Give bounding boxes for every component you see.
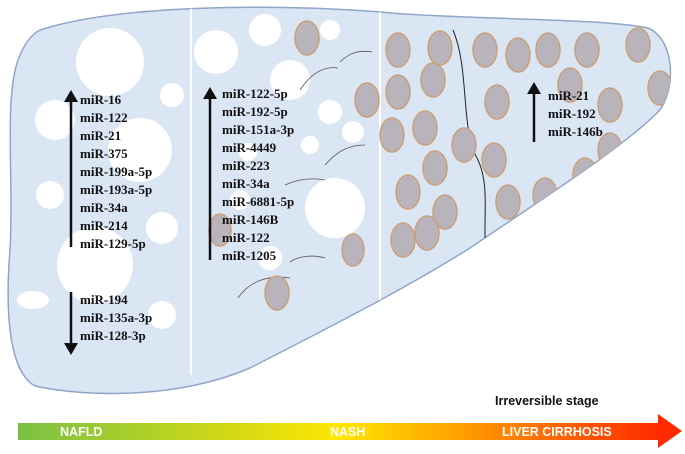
nodule bbox=[264, 275, 290, 311]
nodule bbox=[484, 84, 510, 120]
fat-droplet bbox=[17, 291, 49, 309]
fat-droplet bbox=[108, 118, 172, 182]
nafld-upregulated-list: miR-16 miR-122 miR-21 miR-375 miR-199a-5… bbox=[80, 92, 152, 251]
nodule bbox=[597, 87, 623, 123]
nodule bbox=[412, 110, 438, 146]
mirna-label: miR-375 bbox=[80, 146, 128, 161]
mirna-label: miR-1205 bbox=[222, 248, 277, 263]
arrow-nafld-down-head bbox=[64, 343, 78, 355]
mirna-label: miR-122-5p bbox=[222, 86, 288, 101]
fat-droplet bbox=[318, 100, 342, 124]
fibrosis-strand bbox=[324, 144, 366, 166]
mirna-label: miR-122 bbox=[222, 230, 270, 245]
fat-droplet bbox=[35, 100, 75, 140]
nodule bbox=[572, 157, 598, 193]
mirna-label: miR-4449 bbox=[222, 140, 277, 155]
mirna-label: miR-194 bbox=[80, 292, 128, 307]
fat-droplet bbox=[258, 246, 282, 270]
nodule bbox=[379, 117, 405, 153]
fibrosis-strand bbox=[299, 67, 339, 91]
nodule bbox=[535, 32, 561, 68]
fat-droplet bbox=[305, 178, 365, 238]
nodule bbox=[557, 67, 583, 103]
mirna-label: miR-135a-3p bbox=[80, 310, 152, 325]
fat-droplet bbox=[230, 190, 250, 210]
arrow-nash-up-head bbox=[203, 87, 217, 99]
fat-droplet bbox=[320, 20, 340, 40]
mirna-label: miR-192 bbox=[548, 106, 596, 121]
fat-droplet bbox=[301, 136, 319, 154]
nodule bbox=[532, 177, 558, 213]
arrow-nafld-up-head bbox=[64, 90, 78, 102]
nodule bbox=[294, 20, 320, 56]
fat-droplet bbox=[160, 83, 184, 107]
nash-upregulated-list: miR-122-5p miR-192-5p miR-151a-3p miR-44… bbox=[222, 86, 294, 263]
fat-droplet bbox=[249, 14, 281, 46]
mirna-label: miR-129-5p bbox=[80, 236, 146, 251]
nodule bbox=[472, 32, 498, 68]
nodule bbox=[414, 215, 440, 251]
nodule bbox=[385, 74, 411, 110]
nodule bbox=[422, 150, 448, 186]
bar-label-nafld: NAFLD bbox=[60, 425, 102, 439]
bar-label-cirrhosis: LIVER CIRRHOSIS bbox=[502, 425, 612, 439]
mirna-label: miR-16 bbox=[80, 92, 122, 107]
cirrhosis-upregulated-list: miR-21 miR-192 miR-146b bbox=[548, 88, 603, 139]
mirna-label: miR-223 bbox=[222, 158, 270, 173]
mirna-label: miR-128-3p bbox=[80, 328, 146, 343]
nodule bbox=[385, 32, 411, 68]
progression-bar bbox=[18, 423, 660, 440]
nodule bbox=[432, 194, 458, 230]
fat-droplet bbox=[194, 30, 238, 74]
nodule bbox=[451, 127, 477, 163]
mirna-label: miR-146b bbox=[548, 124, 603, 139]
nodule bbox=[574, 32, 600, 68]
mirna-label: miR-146B bbox=[222, 212, 279, 227]
nodule bbox=[625, 27, 651, 63]
mirna-label: miR-21 bbox=[548, 88, 589, 103]
bar-label-nash: NASH bbox=[330, 425, 365, 439]
nodule bbox=[481, 142, 507, 178]
mirna-label: miR-192-5p bbox=[222, 104, 288, 119]
fibrosis-strand bbox=[339, 50, 373, 63]
nodule bbox=[505, 37, 531, 73]
mirna-label: miR-151a-3p bbox=[222, 122, 294, 137]
nodule bbox=[647, 70, 671, 106]
progression-bar-arrowhead bbox=[658, 414, 682, 448]
mirna-label: miR-34a bbox=[222, 176, 270, 191]
nodule bbox=[354, 82, 380, 118]
fibrosis-strands bbox=[237, 50, 373, 299]
mirna-label: miR-199a-5p bbox=[80, 164, 152, 179]
fat-droplet bbox=[36, 181, 64, 209]
divider-cirrhosis-curve bbox=[452, 29, 489, 261]
mirna-label: miR-214 bbox=[80, 218, 128, 233]
mirna-label: miR-6881-5p bbox=[222, 194, 294, 209]
nodule bbox=[341, 233, 365, 267]
fat-droplet bbox=[342, 121, 364, 143]
fat-droplet bbox=[146, 212, 178, 244]
fat-droplet bbox=[148, 301, 176, 329]
mirna-label: miR-21 bbox=[80, 128, 121, 143]
nodule bbox=[395, 174, 421, 210]
arrow-cirrhosis-up-head bbox=[527, 82, 541, 94]
fibrosis-strand bbox=[237, 276, 291, 299]
nafld-downregulated-list: miR-194 miR-135a-3p miR-128-3p bbox=[80, 292, 152, 343]
nodule bbox=[495, 184, 521, 220]
nodule bbox=[390, 222, 416, 258]
mirna-label: miR-34a bbox=[80, 200, 128, 215]
nodule bbox=[427, 30, 453, 66]
irreversible-stage-label: Irreversible stage bbox=[495, 394, 599, 408]
regulation-arrows bbox=[64, 82, 541, 355]
mirna-label: miR-122 bbox=[80, 110, 128, 125]
fat-droplet bbox=[239, 143, 257, 161]
nodule bbox=[420, 62, 446, 98]
fat-droplet bbox=[57, 227, 133, 303]
fibrosis-strand bbox=[289, 255, 326, 263]
fat-droplet bbox=[76, 28, 144, 96]
fat-droplets bbox=[17, 14, 365, 329]
fibrosis-strand bbox=[284, 178, 326, 186]
mirna-label: miR-193a-5p bbox=[80, 182, 152, 197]
